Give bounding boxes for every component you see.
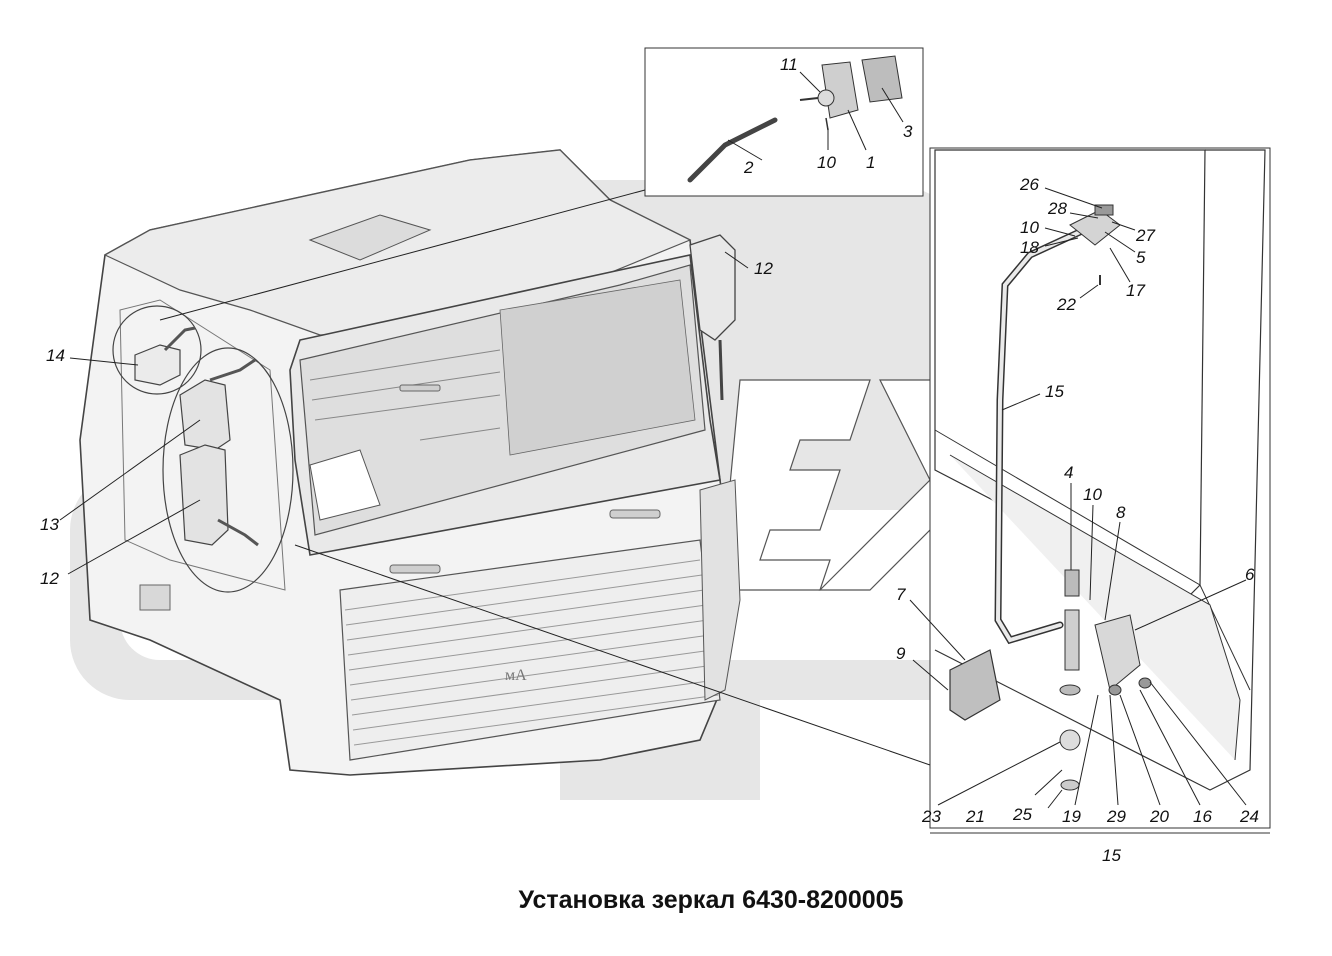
callout-15: 15 xyxy=(1045,382,1064,401)
callout-18: 18 xyxy=(1020,238,1039,257)
callouts-right-inset: 26 28 27 10 18 5 17 22 15 4 10 8 6 7 9 2… xyxy=(896,175,1259,865)
callout-28: 28 xyxy=(1047,199,1067,218)
callout-24: 24 xyxy=(1239,807,1259,826)
callout-14: 14 xyxy=(46,346,65,365)
callout-16: 16 xyxy=(1193,807,1212,826)
callout-23: 23 xyxy=(921,807,941,826)
callout-29: 29 xyxy=(1106,807,1126,826)
detail-circle-large xyxy=(162,347,294,593)
callout-12-left: 12 xyxy=(40,569,59,588)
callout-4: 4 xyxy=(1064,463,1073,482)
callout-2: 2 xyxy=(743,158,754,177)
callout-10-lower: 10 xyxy=(1083,485,1102,504)
callout-6: 6 xyxy=(1245,565,1255,584)
callout-21: 21 xyxy=(965,807,985,826)
connector-lines xyxy=(159,189,931,766)
group-label-15: 15 xyxy=(1102,846,1121,865)
callout-1: 1 xyxy=(866,153,875,172)
callout-10-upper: 10 xyxy=(1020,218,1039,237)
callout-13: 13 xyxy=(40,515,59,534)
leader-lines xyxy=(59,71,1247,809)
callout-22: 22 xyxy=(1056,295,1076,314)
callout-25: 25 xyxy=(1012,805,1032,824)
page-title: Установка зеркал 6430-8200005 xyxy=(518,886,904,914)
inset-top xyxy=(644,47,924,197)
callout-5: 5 xyxy=(1136,248,1146,267)
callout-10: 10 xyxy=(817,153,836,172)
callout-26: 26 xyxy=(1019,175,1039,194)
inset-right xyxy=(929,147,1271,834)
callout-8: 8 xyxy=(1116,503,1126,522)
callout-20: 20 xyxy=(1149,807,1169,826)
callout-17: 17 xyxy=(1126,281,1145,300)
callouts-top-inset: 11 3 2 10 1 xyxy=(743,55,913,177)
callout-9: 9 xyxy=(896,644,906,663)
callout-12-right: 12 xyxy=(754,259,773,278)
left-mirror-detail xyxy=(112,305,294,593)
callout-3: 3 xyxy=(903,122,913,141)
grille-slats xyxy=(344,559,719,746)
callout-27: 27 xyxy=(1135,226,1155,245)
bracket-rod xyxy=(687,117,778,183)
right-cab-mirror xyxy=(689,234,736,401)
callout-7: 7 xyxy=(896,585,906,604)
callout-19: 19 xyxy=(1062,807,1081,826)
cab-body: ᴍA xyxy=(79,149,741,776)
callouts-main-view: 12 14 13 12 xyxy=(40,259,773,588)
cab-emblem: ᴍA xyxy=(505,667,527,684)
detail-circle-small xyxy=(112,305,202,395)
callout-11: 11 xyxy=(780,55,798,74)
